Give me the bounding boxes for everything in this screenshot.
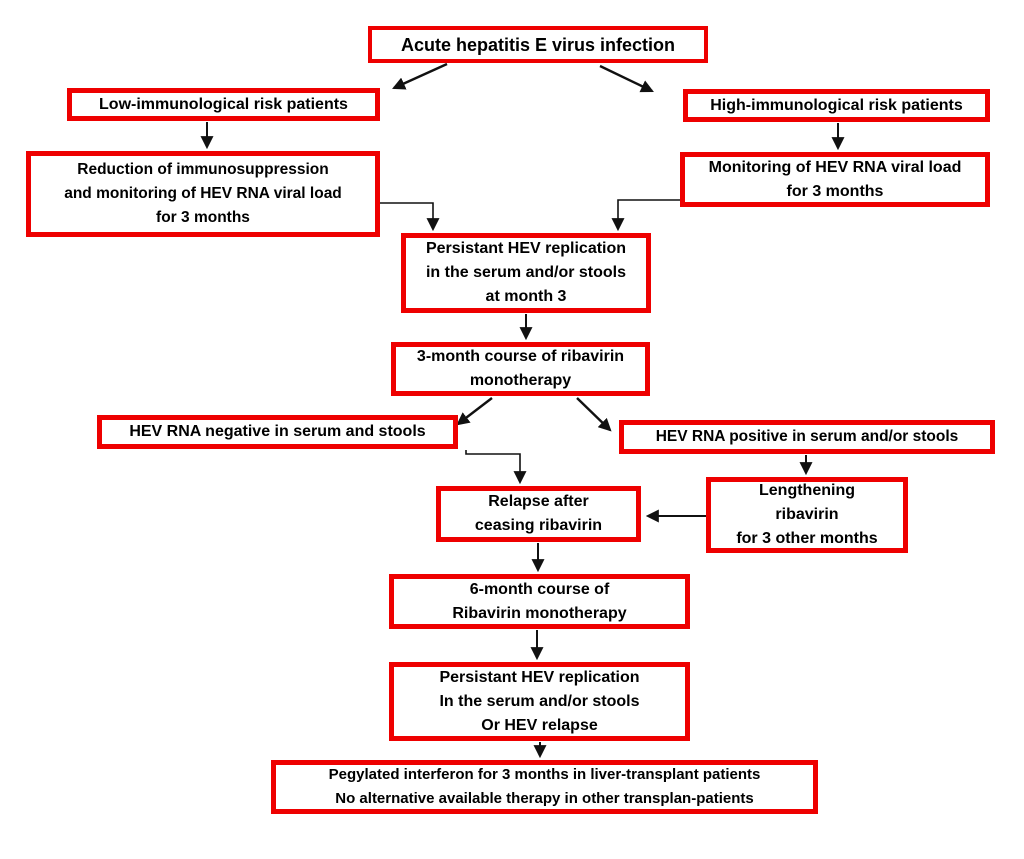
connector-negative-to-relapse (465, 450, 527, 485)
node-persistant-replication-month3: Persistant HEV replication in the serum … (401, 233, 651, 313)
node-label: Pegylated interferon for 3 months in liv… (328, 766, 761, 807)
node-low-immunological-risk: Low-immunological risk patients (67, 88, 380, 121)
connector-reduction-to-persistant1 (380, 202, 440, 232)
connector-title-to-high (599, 64, 654, 93)
node-label: Acute hepatitis E virus infection (400, 34, 676, 55)
node-label: Reduction of immunosuppression and monit… (64, 161, 342, 226)
node-label: HEV RNA negative in serum and stools (129, 423, 426, 440)
node-label: 6-month course of Ribavirin monotherapy (452, 580, 627, 622)
node-acute-hepatitis-title: Acute hepatitis E virus infection (368, 26, 708, 63)
node-label: Lengthening ribavirin for 3 other months (736, 482, 878, 547)
node-monitoring-hev-rna: Monitoring of HEV RNA viral load for 3 m… (680, 152, 990, 207)
node-label: Low-immunological risk patients (99, 95, 348, 113)
node-3-month-ribavirin: 3-month course of ribavirin monotherapy (391, 342, 650, 396)
node-label: Persistant HEV replication In the serum … (439, 668, 640, 734)
node-hev-rna-negative: HEV RNA negative in serum and stools (97, 415, 458, 449)
node-high-immunological-risk: High-immunological risk patients (683, 89, 990, 122)
node-persistant-replication-or-relapse: Persistant HEV replication In the serum … (389, 662, 690, 741)
connector-course3-to-positive (576, 397, 612, 432)
node-label: Relapse after ceasing ribavirin (474, 493, 603, 534)
node-lengthening-ribavirin: Lengthening ribavirin for 3 other months (706, 477, 908, 553)
node-6-month-ribavirin: 6-month course of Ribavirin monotherapy (389, 574, 690, 629)
connector-course3-to-negative (456, 397, 493, 426)
node-relapse-after-ceasing: Relapse after ceasing ribavirin (436, 486, 641, 542)
connector-monitoring-to-persistant1 (611, 199, 680, 232)
node-label: Persistant HEV replication in the serum … (425, 240, 627, 305)
node-label: HEV RNA positive in serum and/or stools (655, 428, 959, 445)
node-label: 3-month course of ribavirin monotherapy (416, 348, 625, 389)
node-hev-rna-positive: HEV RNA positive in serum and/or stools (619, 420, 995, 454)
node-reduction-immunosuppression: Reduction of immunosuppression and monit… (26, 151, 380, 237)
node-pegylated-interferon: Pegylated interferon for 3 months in liv… (271, 760, 818, 814)
node-label: Monitoring of HEV RNA viral load for 3 m… (708, 158, 962, 200)
node-label: High-immunological risk patients (710, 96, 963, 114)
connector-title-to-low (392, 62, 448, 90)
